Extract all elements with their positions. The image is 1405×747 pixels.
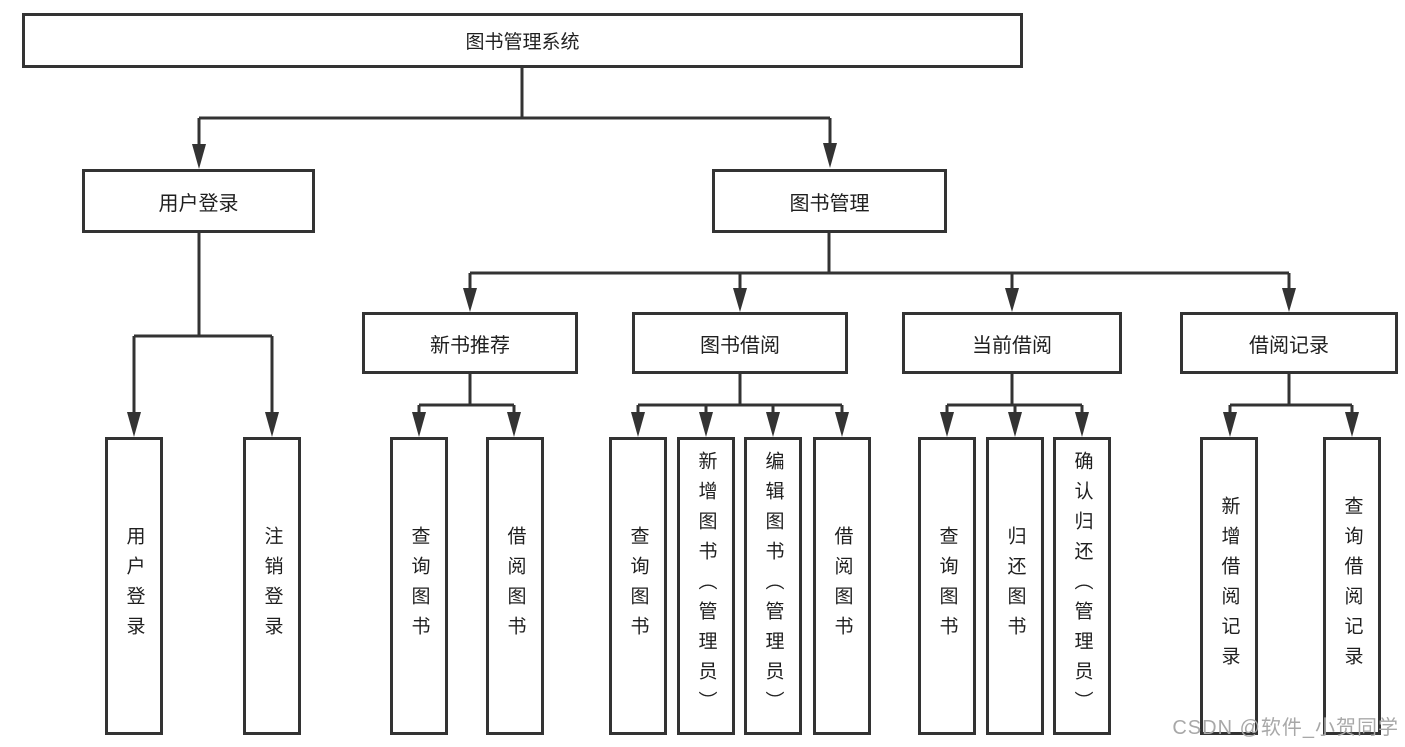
node-leaf-query-borrow-record: 查询借阅记录	[1323, 437, 1381, 735]
node-label: 借阅记录	[1249, 334, 1329, 357]
node-leaf-user-login: 用户登录	[105, 437, 163, 735]
node-label: 查询图书	[936, 526, 958, 646]
node-label: 查询图书	[627, 526, 649, 646]
node-label: 新增借阅记录	[1218, 496, 1240, 676]
node-leaf-query-books-1: 查询图书	[390, 437, 448, 735]
node-root-system: 图书管理系统	[22, 13, 1023, 68]
node-label: 图书管理系统	[465, 32, 580, 53]
node-leaf-logout: 注销登录	[243, 437, 301, 735]
node-label: 查询借阅记录	[1341, 496, 1363, 676]
node-label: 新增图书（管理员）	[695, 451, 717, 721]
node-book-borrowing: 图书借阅	[632, 312, 848, 374]
node-borrowing-records: 借阅记录	[1180, 312, 1398, 374]
node-label: 查询图书	[408, 526, 430, 646]
node-label: 借阅图书	[504, 526, 526, 646]
node-leaf-add-books-admin: 新增图书（管理员）	[677, 437, 735, 735]
node-label: 新书推荐	[430, 334, 510, 357]
node-label: 图书借阅	[700, 334, 780, 357]
node-label: 用户登录	[123, 526, 145, 646]
node-leaf-edit-books-admin: 编辑图书（管理员）	[744, 437, 802, 735]
node-leaf-query-books-2: 查询图书	[609, 437, 667, 735]
node-leaf-confirm-return-admin: 确认归还（管理员）	[1053, 437, 1111, 735]
node-user-login: 用户登录	[82, 169, 315, 233]
node-label: 借阅图书	[831, 526, 853, 646]
node-label: 确认归还（管理员）	[1071, 451, 1093, 721]
csdn-watermark: CSDN @软件_小贺同学	[1172, 717, 1399, 739]
node-leaf-return-books: 归还图书	[986, 437, 1044, 735]
node-label: 注销登录	[261, 526, 283, 646]
node-leaf-borrow-books-1: 借阅图书	[486, 437, 544, 735]
node-new-book-recommendation: 新书推荐	[362, 312, 578, 374]
node-leaf-add-borrow-record: 新增借阅记录	[1200, 437, 1258, 735]
node-label: 编辑图书（管理员）	[762, 451, 784, 721]
node-label: 图书管理	[789, 192, 870, 215]
node-label: 归还图书	[1004, 526, 1026, 646]
node-leaf-borrow-books-2: 借阅图书	[813, 437, 871, 735]
node-leaf-query-books-3: 查询图书	[918, 437, 976, 735]
node-label: 用户登录	[158, 192, 239, 215]
node-book-management: 图书管理	[712, 169, 947, 233]
node-current-borrowing: 当前借阅	[902, 312, 1122, 374]
node-label: 当前借阅	[972, 334, 1052, 357]
